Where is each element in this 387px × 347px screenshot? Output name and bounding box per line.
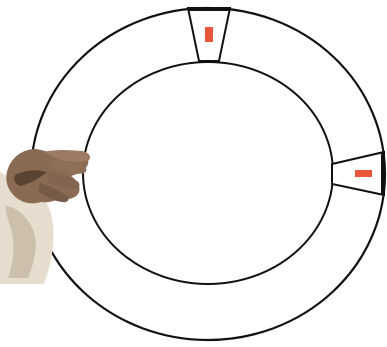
top-marker — [205, 27, 213, 42]
top-gate-cap — [189, 7, 229, 11]
right-gate-cap — [381, 152, 385, 195]
right-marker — [355, 170, 372, 177]
